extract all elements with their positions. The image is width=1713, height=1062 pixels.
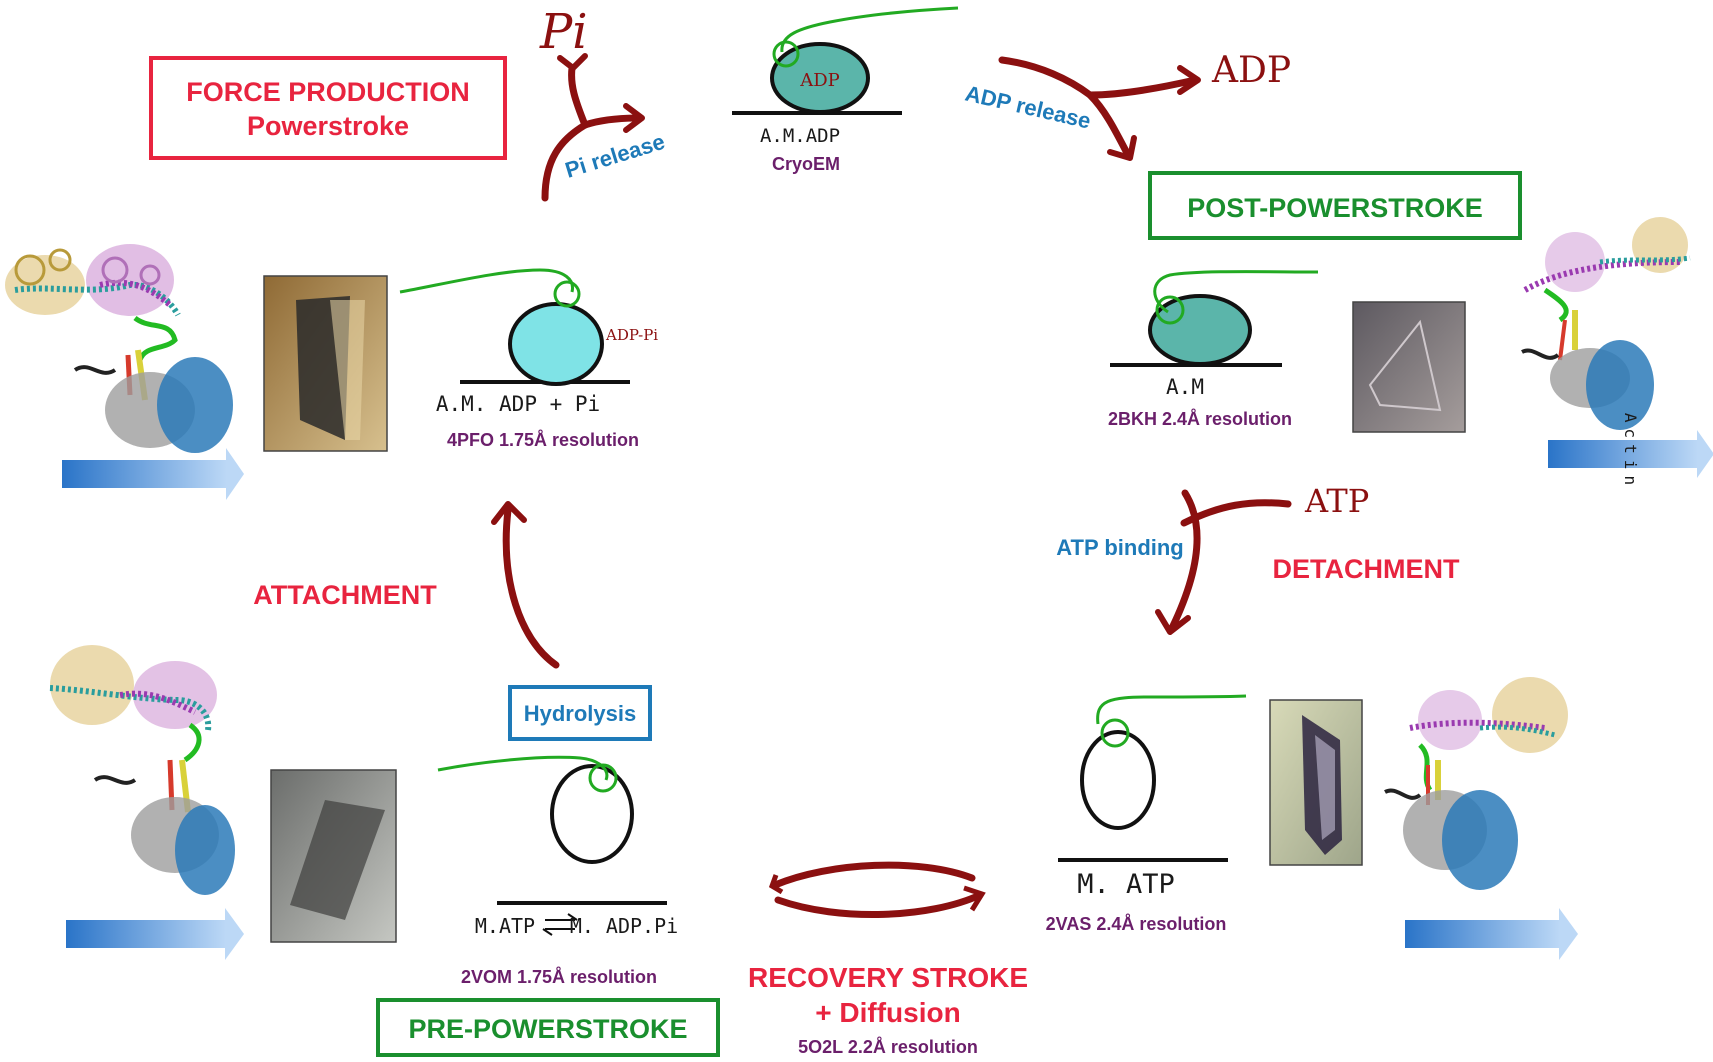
recovery-ref: 5O2L 2.2Å resolution	[798, 1037, 978, 1057]
actin-arrowhead-top-left	[226, 448, 244, 500]
detachment-arrow	[1155, 489, 1292, 635]
recovery-stroke-arrows	[768, 861, 986, 919]
atp-reactant-label: ATP	[1304, 482, 1369, 520]
adp-release-arrow	[998, 56, 1201, 161]
am-adp-pi-ref: 4PFO 1.75Å resolution	[447, 430, 639, 450]
protein-structure-top-right	[1521, 217, 1691, 430]
am-complex: A.M 2BKH 2.4Å resolution	[1108, 270, 1319, 429]
crystal-photo-2bkh	[1352, 301, 1466, 433]
actin-arrow-top-right	[1548, 440, 1698, 468]
post-powerstroke-title: POST-POWERSTROKE	[1187, 193, 1483, 223]
force-production-title: FORCE PRODUCTION	[186, 77, 470, 107]
am-adp-ref: CryoEM	[772, 154, 840, 174]
am-adp-label: A.M.ADP	[760, 125, 840, 147]
am-adp-complex: ADP A.M.ADP CryoEM	[732, 6, 959, 174]
actin-arrowhead-bottom-right	[1559, 908, 1578, 960]
attachment-arrow	[491, 501, 560, 669]
am-adp-inner-label: ADP	[799, 70, 840, 91]
am-adp-pi-complex: ADP-Pi A.M. ADP + Pi 4PFO 1.75Å resoluti…	[399, 268, 658, 450]
actin-arrowhead-bottom-left	[225, 908, 244, 960]
actin-arrow-top-left	[62, 460, 227, 488]
pre-powerstroke-box: PRE-POWERSTROKE	[376, 998, 720, 1057]
m-atp-adp-pi-ref: 2VOM 1.75Å resolution	[461, 967, 657, 987]
force-production-subtitle: Powerstroke	[247, 111, 409, 141]
m-atp-label: M. ATP	[1077, 869, 1175, 900]
pi-release-label: Pi release	[562, 129, 668, 183]
force-production-box: FORCE PRODUCTION Powerstroke	[149, 56, 507, 160]
protein-structure-bottom-right	[1384, 677, 1568, 890]
m-adp-pi-right-label: M. ADP.Pi	[570, 914, 678, 938]
crystal-photo-2vom	[270, 769, 397, 943]
hydrolysis-label: Hydrolysis	[524, 701, 637, 726]
actin-arrow-bottom-left	[66, 920, 226, 948]
attachment-label: ATTACHMENT	[253, 580, 437, 610]
am-adp-pi-tag: ADP-Pi	[605, 326, 658, 344]
protein-structure-bottom-left	[49, 645, 235, 895]
pi-release-arrow	[541, 53, 645, 202]
adp-product-label: ADP	[1211, 50, 1291, 91]
recovery-diffusion-label: + Diffusion	[815, 997, 960, 1028]
hydrolysis-box: Hydrolysis	[508, 685, 652, 741]
m-atp-left-label: M.ATP	[475, 914, 535, 938]
am-adp-pi-label: A.M. ADP + Pi	[436, 392, 600, 416]
atp-binding-label: ATP binding	[1056, 535, 1184, 560]
m-atp-adp-pi-complex: M.ATP M. ADP.Pi 2VOM 1.75Å resolution	[437, 755, 678, 987]
am-label: A.M	[1166, 375, 1204, 399]
crystal-photo-4pfo	[263, 275, 388, 452]
protein-structure-top-left	[5, 244, 233, 453]
pre-powerstroke-title: PRE-POWERSTROKE	[408, 1014, 687, 1044]
m-atp-complex: M. ATP 2VAS 2.4Å resolution	[1046, 694, 1247, 934]
recovery-stroke-label: RECOVERY STROKE	[748, 962, 1028, 993]
pi-product-label: Pi	[539, 4, 588, 60]
detachment-label: DETACHMENT	[1273, 554, 1460, 584]
actin-arrowhead-top-right	[1697, 430, 1713, 478]
post-powerstroke-box: POST-POWERSTROKE	[1148, 171, 1522, 240]
am-ref: 2BKH 2.4Å resolution	[1108, 409, 1292, 429]
actin-label: Actin	[1621, 413, 1640, 491]
m-atp-ref: 2VAS 2.4Å resolution	[1046, 914, 1227, 934]
adp-release-label: ADP release	[963, 81, 1093, 134]
actin-arrow-bottom-right	[1405, 920, 1560, 948]
crystal-photo-2vas	[1269, 699, 1363, 866]
